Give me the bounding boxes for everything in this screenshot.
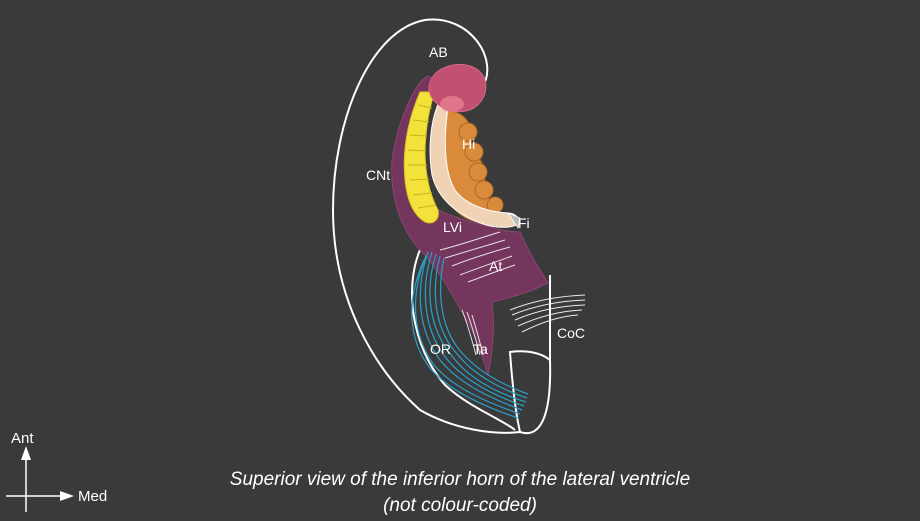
label-fi: Fi xyxy=(518,215,530,231)
label-or: OR xyxy=(430,341,451,357)
label-ab: AB xyxy=(429,44,448,60)
inner-outline xyxy=(411,249,516,431)
hemisphere-outline xyxy=(331,18,552,435)
fimbria-tip xyxy=(506,212,521,230)
label-hi: Hi xyxy=(462,136,475,152)
caudate-stripes xyxy=(407,104,437,209)
tapetum-fibers xyxy=(461,309,484,356)
optic-radiation xyxy=(411,251,529,419)
label-ta: Ta xyxy=(473,341,488,357)
hippocampus-lobes xyxy=(458,122,504,214)
label-coc: CoC xyxy=(557,325,585,341)
orientation-compass xyxy=(6,446,74,512)
atrium-fibers xyxy=(439,231,516,283)
label-medial: Med xyxy=(78,488,107,505)
medial-outline xyxy=(508,350,551,433)
corpus-callosum-fibers xyxy=(509,294,586,333)
caption-line1: Superior view of the inferior horn of th… xyxy=(230,469,690,490)
label-cnt: CNt xyxy=(366,167,390,183)
amygdaloid-highlight xyxy=(440,96,464,112)
label-at: At xyxy=(489,258,502,274)
caudate-tail xyxy=(403,91,439,224)
caption-line2: (not colour-coded) xyxy=(383,495,537,516)
label-anterior: Ant xyxy=(11,430,34,447)
label-lvi: LVi xyxy=(443,219,462,235)
